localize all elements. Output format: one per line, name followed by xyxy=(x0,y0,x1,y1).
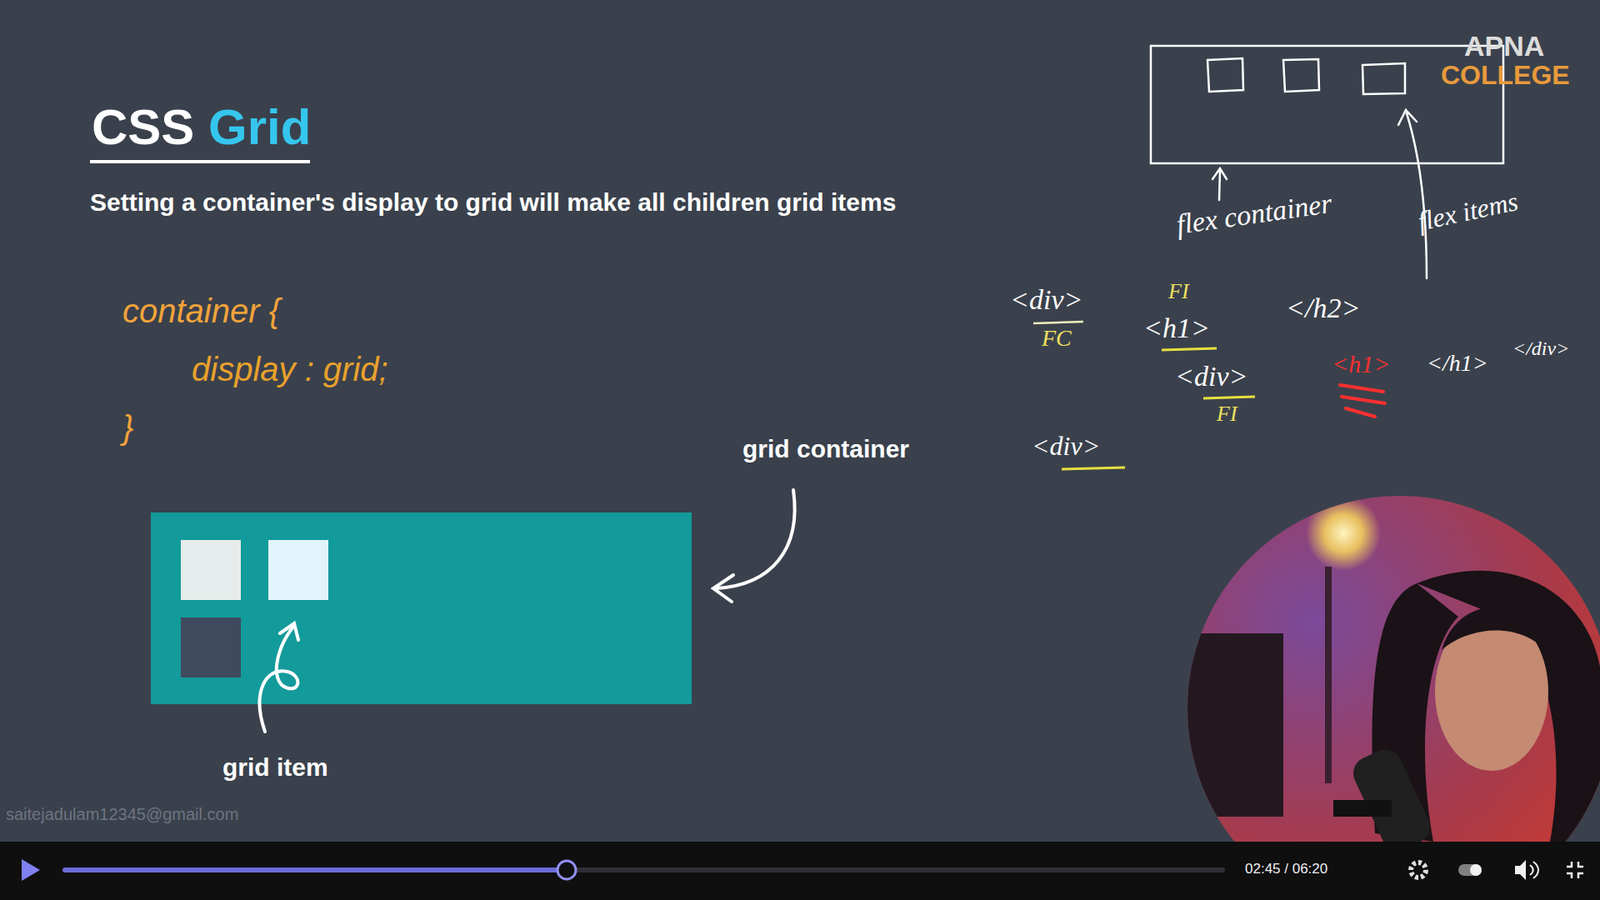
handwritten-note: FI xyxy=(1168,279,1190,305)
code-line: display : grid; xyxy=(191,350,389,389)
subtitle: Setting a container's display to grid wi… xyxy=(90,188,896,218)
sketch-underline xyxy=(1161,348,1217,350)
settings-icon xyxy=(1410,862,1426,878)
arrow-head xyxy=(713,575,734,602)
progress-track xyxy=(62,867,1225,873)
callout-arrow xyxy=(716,490,795,589)
play-icon xyxy=(21,859,40,881)
handwritten-tag: </h1> xyxy=(1426,350,1489,377)
grid-item-square xyxy=(268,540,329,600)
sketch-underline xyxy=(1033,321,1084,324)
volume-waves xyxy=(1530,861,1539,879)
handwritten-tag: <div> xyxy=(1175,360,1248,393)
code-line: } xyxy=(122,408,134,447)
callout-label: grid item xyxy=(222,753,329,783)
title-underline xyxy=(90,160,310,164)
callout-label: grid container xyxy=(742,435,910,465)
handwritten-tag: <div> xyxy=(1031,430,1100,462)
red-scribble xyxy=(1340,385,1385,417)
progress-knob xyxy=(557,860,576,880)
flex-item-sketch xyxy=(1362,63,1405,95)
flex-item-sketch xyxy=(1207,58,1244,92)
grid-container-box xyxy=(150,512,692,705)
handwritten-tag: <h1> xyxy=(1143,311,1210,345)
handwritten-tag: <div> xyxy=(1010,283,1083,316)
callout-arrow xyxy=(260,626,299,732)
presenter-webcam xyxy=(1166,491,1600,900)
handwritten-note: FI xyxy=(1216,401,1238,427)
code-line: container { xyxy=(122,291,280,330)
handwritten-note: FC xyxy=(1041,325,1072,352)
sketch-arrow xyxy=(1398,110,1427,279)
volume-icon xyxy=(1515,860,1526,880)
player-bar xyxy=(0,841,1600,900)
handwritten-note: flex items xyxy=(1415,185,1521,237)
sketch-underline xyxy=(1203,396,1255,399)
progress-fill xyxy=(62,867,567,873)
settings-icon-core xyxy=(1415,866,1422,874)
logo-text: APNA xyxy=(1464,30,1545,63)
handwritten-note: flex container xyxy=(1174,186,1335,241)
grid-item-square xyxy=(180,540,241,600)
toggle-icon xyxy=(1458,864,1482,876)
handwritten-tag: </div> xyxy=(1512,337,1570,361)
sketch-underline xyxy=(1061,467,1125,470)
timestamp: 02:45 / 06:20 xyxy=(1245,860,1328,878)
grid-item-square xyxy=(180,617,241,678)
handwritten-tag: </h2> xyxy=(1285,291,1360,325)
toggle-knob xyxy=(1470,864,1482,876)
sketch-arrow xyxy=(1212,168,1227,200)
logo-text: COLLEGE xyxy=(1440,60,1570,91)
arrow-head xyxy=(280,623,299,640)
flex-item-sketch xyxy=(1283,59,1320,92)
slide-title: CSS Grid xyxy=(91,98,311,156)
watermark: saitejadulam12345@gmail.com xyxy=(5,805,239,825)
fullscreen-icon xyxy=(1566,861,1584,879)
handwritten-tag: <h1> xyxy=(1331,350,1391,380)
